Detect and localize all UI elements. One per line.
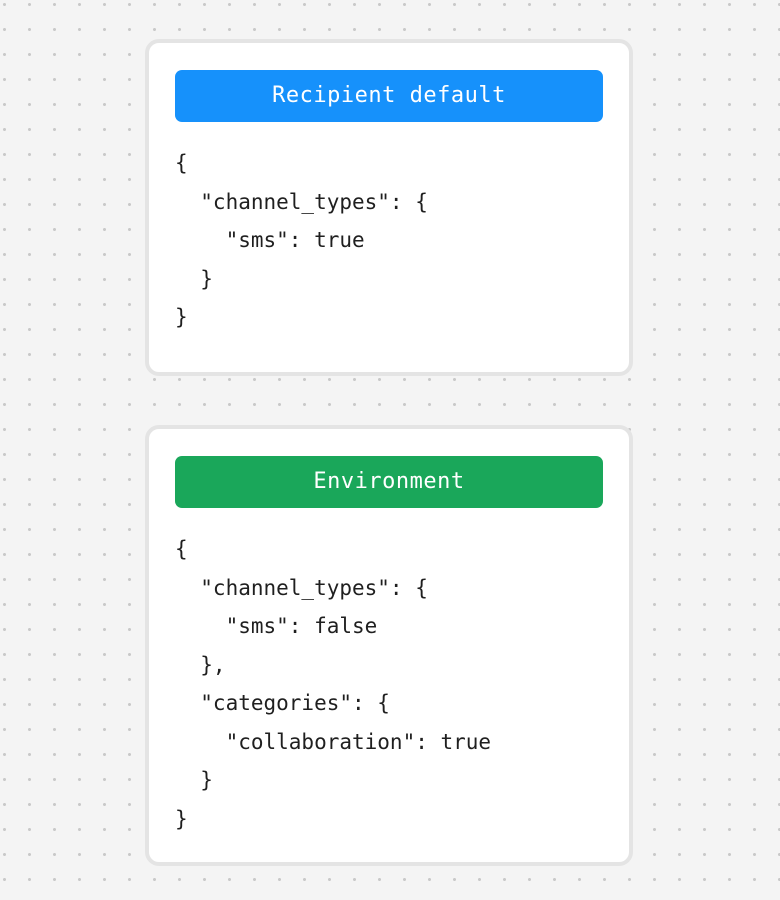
card-header-recipient-default[interactable]: Recipient default (175, 70, 603, 122)
card-inner: Environment { "channel_types": { "sms": … (149, 429, 629, 862)
json-body-environment: { "channel_types": { "sms": false }, "ca… (175, 537, 492, 831)
card-environment[interactable]: Environment { "channel_types": { "sms": … (145, 425, 633, 866)
card-recipient-default[interactable]: Recipient default { "channel_types": { "… (145, 39, 633, 376)
card-header-environment[interactable]: Environment (175, 456, 603, 508)
json-body-recipient-default: { "channel_types": { "sms": true } } (175, 151, 428, 329)
card-inner: Recipient default { "channel_types": { "… (149, 43, 629, 372)
